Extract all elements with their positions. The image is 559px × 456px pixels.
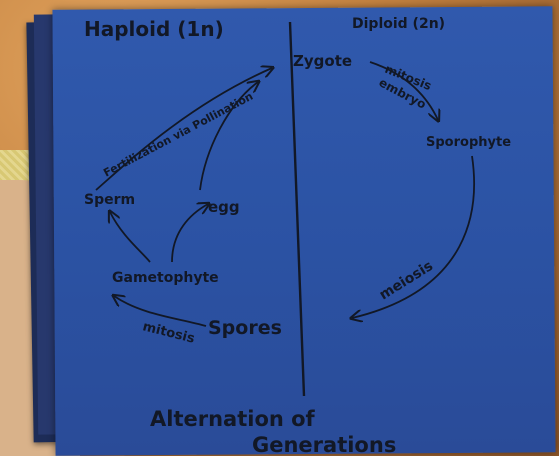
- arrow-gametophyte-to-egg: [171, 204, 208, 263]
- mitosis-bottom-label: mitosis: [141, 319, 196, 346]
- divider-line: [288, 21, 306, 397]
- sporophyte-label: Sporophyte: [426, 135, 511, 150]
- sperm-label: Sperm: [84, 192, 135, 208]
- arrow-gametophyte-to-sperm: [110, 212, 151, 263]
- zygote-label: Zygote: [293, 52, 352, 70]
- arrow-zygote-to-sporophyte: [369, 61, 438, 120]
- spores-label: Spores: [208, 317, 282, 339]
- arrow-egg-to-zygote: [199, 82, 258, 191]
- gametophyte-label: Gametophyte: [112, 270, 219, 286]
- arrow-sperm-to-zygote: [95, 68, 272, 191]
- title-line-1: Alternation of: [150, 407, 316, 431]
- meiosis-label: meiosis: [377, 258, 436, 303]
- egg-label: egg: [208, 198, 240, 216]
- title-line-2: Generations: [252, 433, 396, 456]
- arrow-spores-to-gametophyte: [114, 296, 207, 327]
- haploid-header: Haploid (1n): [84, 17, 224, 41]
- diploid-header: Diploid (2n): [352, 16, 445, 32]
- arrow-sporophyte-to-spores: [352, 155, 475, 318]
